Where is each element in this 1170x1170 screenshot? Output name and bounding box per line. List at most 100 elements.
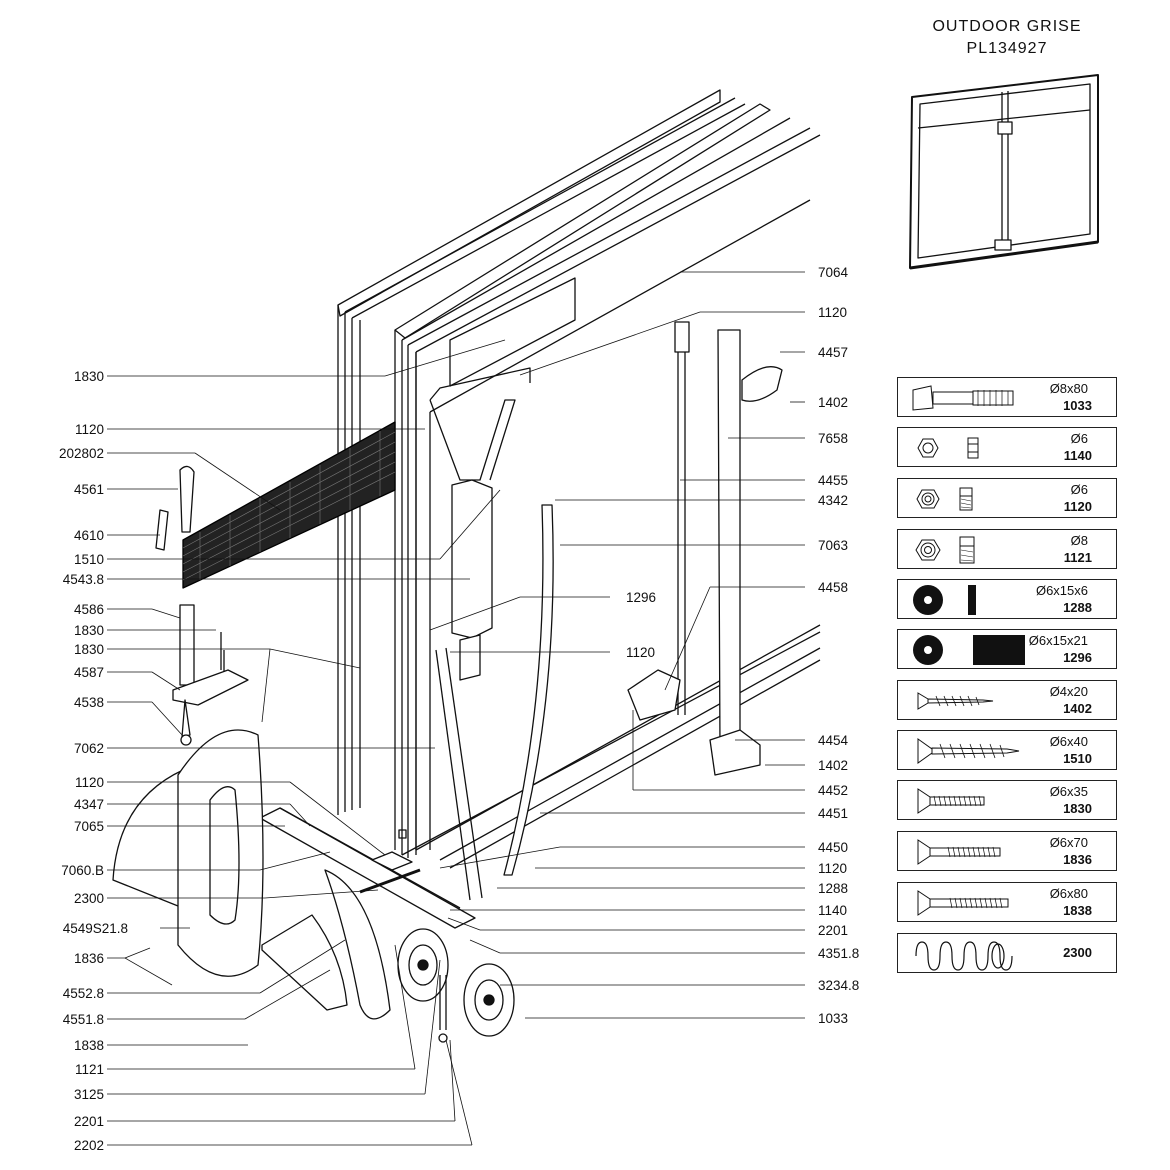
callout-label: 1830: [74, 642, 104, 657]
legend-code: 1836: [1063, 852, 1092, 867]
callout-label: 4610: [74, 528, 104, 543]
legend-item: Ø6x40 1510: [897, 730, 1117, 770]
callout-label: 2201: [818, 923, 848, 938]
callout-label: 4457: [818, 345, 848, 360]
bolt-icon: [912, 385, 1014, 411]
callout-label: 4543.8: [63, 572, 104, 587]
locking-rod: [627, 321, 783, 776]
spring-icon: [915, 941, 1013, 971]
callout-label: 1120: [818, 305, 847, 320]
table-thumbnail: [909, 74, 1099, 270]
callout-label: 4551.8: [63, 1012, 104, 1027]
callouts-right: 7064 1120 4457 1402 7658 4455 4342 7063 …: [626, 265, 859, 1026]
net-post-assembly: [155, 465, 249, 746]
callout-label: 1120: [75, 422, 104, 437]
lock-nut-icon: [916, 487, 973, 511]
legend-code: 1296: [1063, 650, 1092, 665]
callout-label: 1402: [818, 758, 848, 773]
lock-nut-icon: [915, 536, 975, 564]
countersunk-screw-icon: [917, 890, 1009, 916]
leader-lines: [107, 271, 805, 1146]
countersunk-screw-icon: [917, 788, 985, 814]
callout-label: 4351.8: [818, 946, 859, 961]
callout-label: 4455: [818, 473, 848, 488]
callout-label: 3234.8: [818, 978, 859, 993]
hex-nut-icon: [917, 437, 979, 459]
net-mesh: [182, 421, 396, 589]
callout-label: 1120: [626, 645, 655, 660]
callout-label: 4451: [818, 806, 848, 821]
header-subtitle: PL134927: [966, 40, 1048, 57]
callout-label: 4450: [818, 840, 848, 855]
legend-item: Ø4x20 1402: [897, 680, 1117, 720]
legend-code: 1510: [1063, 751, 1092, 766]
legend-dimension: Ø8: [1070, 533, 1088, 548]
legend-dimension: Ø6x15x21: [1028, 633, 1088, 648]
callout-label: 4586: [74, 602, 104, 617]
callout-label: 2201: [74, 1114, 104, 1129]
rear-panel: [337, 89, 746, 815]
callout-label: 7658: [818, 431, 848, 446]
callout-label: 1838: [74, 1038, 104, 1053]
legend-item: Ø8x80 1033: [897, 377, 1117, 417]
legend-item: Ø6 1140: [897, 427, 1117, 467]
legend-code: 1288: [1063, 600, 1092, 615]
legend-code: 1838: [1063, 903, 1092, 918]
callout-label: 2300: [74, 891, 104, 906]
front-panel: [394, 103, 821, 869]
legend-code: 1140: [1063, 448, 1092, 463]
wheel-front: [397, 928, 449, 1002]
callout-label: 4458: [818, 580, 848, 595]
callouts-left: 1830 1120 202802 4561 4610 1510 4543.8 4…: [59, 369, 128, 1153]
legend-code: 1033: [1063, 398, 1092, 413]
legend-item: 2300: [897, 933, 1117, 973]
callout-label: 1140: [818, 903, 847, 918]
legend-dimension: Ø6: [1070, 431, 1088, 446]
wood-screw-icon: [917, 692, 994, 710]
callout-label: 3125: [74, 1087, 104, 1102]
callout-label: 7062: [74, 741, 104, 756]
callout-label: 7060.B: [61, 863, 104, 878]
legend-dimension: Ø6x35: [1049, 784, 1088, 799]
legend-dimension: Ø6: [1070, 482, 1088, 497]
callout-label: 1296: [626, 590, 656, 605]
legend-item: Ø6x15x21 1296: [897, 629, 1117, 669]
legend-dimension: Ø6x70: [1049, 835, 1088, 850]
callout-label: 202802: [59, 446, 104, 461]
callout-label: 1288: [818, 881, 848, 896]
legend-code: 1402: [1063, 701, 1092, 716]
callout-label: 1121: [75, 1062, 104, 1077]
legend-dimension: Ø6x80: [1049, 886, 1088, 901]
washer-icon: [913, 585, 976, 615]
legend-dimension: Ø6x40: [1049, 734, 1088, 749]
callout-label: 4342: [818, 493, 848, 508]
callout-label: 4454: [818, 733, 849, 748]
legend-item: Ø6x80 1838: [897, 882, 1117, 922]
legend-item: Ø8 1121: [897, 529, 1117, 569]
callout-label: 7063: [818, 538, 848, 553]
callout-label: 1510: [74, 552, 104, 567]
legend-item: Ø6x15x6 1288: [897, 579, 1117, 619]
bottom-frame-rail: [259, 807, 476, 929]
callout-label: 1836: [74, 951, 104, 966]
legend-code: 1120: [1063, 499, 1092, 514]
callout-label: 4552.8: [63, 986, 104, 1001]
callout-label: 7065: [74, 819, 104, 834]
callout-label: 4587: [74, 665, 104, 680]
callout-label: 4549S21.8: [63, 921, 128, 936]
spacer-icon: [913, 635, 1025, 665]
legend-code: 1121: [1063, 550, 1092, 565]
legend-code: 1830: [1063, 801, 1092, 816]
legend-item: Ø6 1120: [897, 478, 1117, 518]
legend-item: Ø6x35 1830: [897, 780, 1117, 820]
callout-label: 1402: [818, 395, 848, 410]
callout-label: 7064: [818, 265, 849, 280]
legend-dimension: Ø6x15x6: [1035, 583, 1088, 598]
leg-frame: [112, 729, 391, 1020]
legend-item: Ø6x70 1836: [897, 831, 1117, 871]
header-title: OUTDOOR GRISE: [932, 18, 1082, 35]
axle: [438, 975, 448, 1043]
callout-label: 1120: [818, 861, 847, 876]
callout-label: 1120: [75, 775, 104, 790]
wheel-rear: [463, 963, 515, 1037]
